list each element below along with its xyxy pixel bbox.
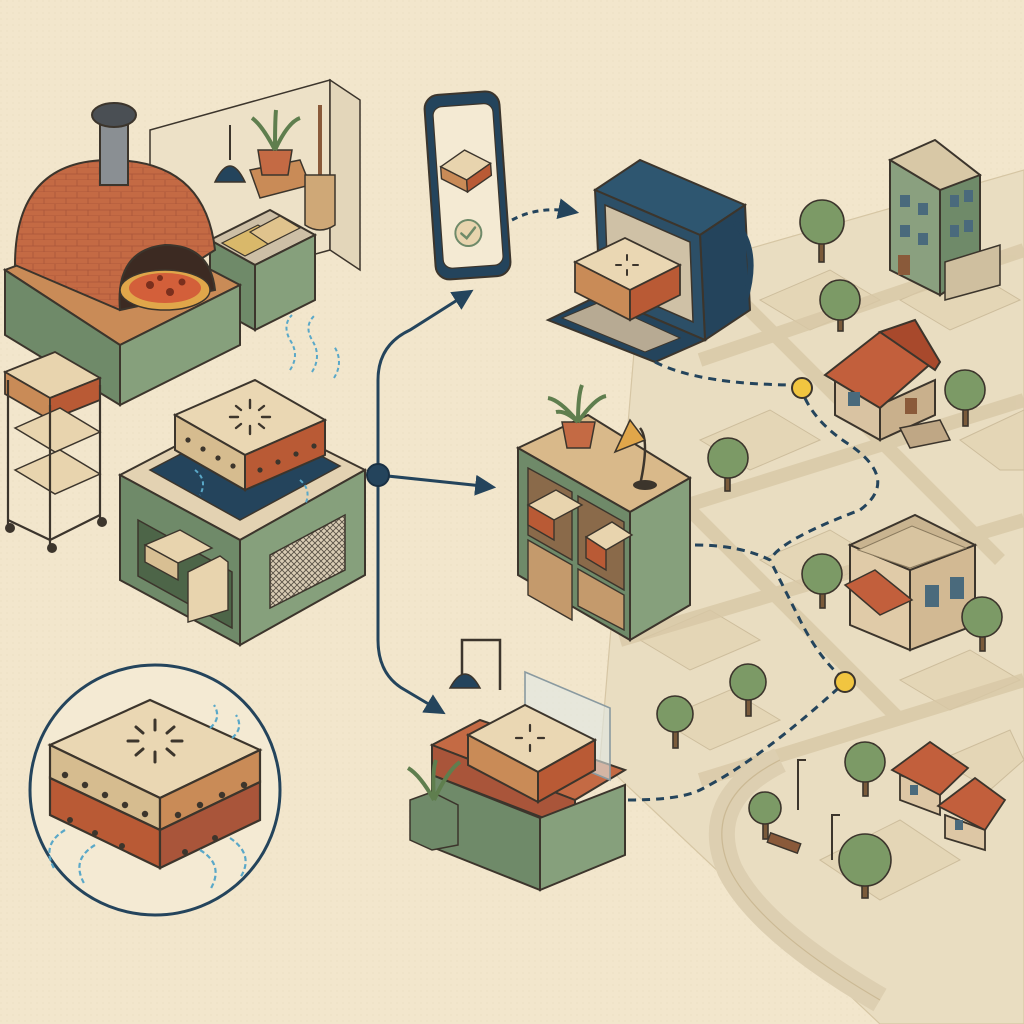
- pizza-oven: [2, 102, 243, 407]
- pizza-peel: [304, 105, 336, 231]
- box-in-bag: [572, 236, 683, 322]
- warming-station: [117, 314, 368, 647]
- handoff-counter: [406, 638, 628, 892]
- steam-lines: [194, 314, 340, 506]
- route-stop-marker-1: [791, 377, 813, 399]
- street-lamps: [797, 759, 840, 860]
- counter-lamp: [448, 638, 502, 690]
- corner-shop: [843, 513, 978, 652]
- neighborhood-map: [599, 169, 1024, 1024]
- vented-box-on-station: [172, 378, 328, 492]
- counter-plant: [406, 759, 462, 851]
- delivery-route: [627, 360, 880, 802]
- trees: [656, 199, 1003, 899]
- dispatch-arrows: [376, 289, 497, 715]
- pizza-box-cart: [2, 351, 107, 553]
- dispatch-hub-node: [366, 463, 390, 487]
- phone-to-bag-arrow: [511, 198, 580, 222]
- insulated-delivery-bag: [545, 158, 754, 364]
- pendant-lamp-kitchen: [213, 125, 247, 183]
- phone-order-confirmation: [423, 90, 512, 281]
- kitchen-area: [2, 78, 361, 553]
- desk-lamp: [613, 418, 657, 490]
- vented-box-callout: [28, 663, 282, 917]
- stacked-boxes-shelf: [143, 529, 229, 623]
- red-roof-house: [823, 318, 952, 449]
- apartment-building: [887, 138, 1001, 301]
- route-stop-marker-2: [834, 671, 856, 693]
- shelf-plant: [547, 384, 607, 449]
- park-bench: [766, 831, 802, 855]
- small-houses: [890, 740, 1007, 852]
- box-on-counter: [465, 703, 598, 804]
- wall-plant: [249, 109, 312, 199]
- pickup-shelf: [515, 384, 692, 642]
- checkmark-icon: [454, 219, 483, 248]
